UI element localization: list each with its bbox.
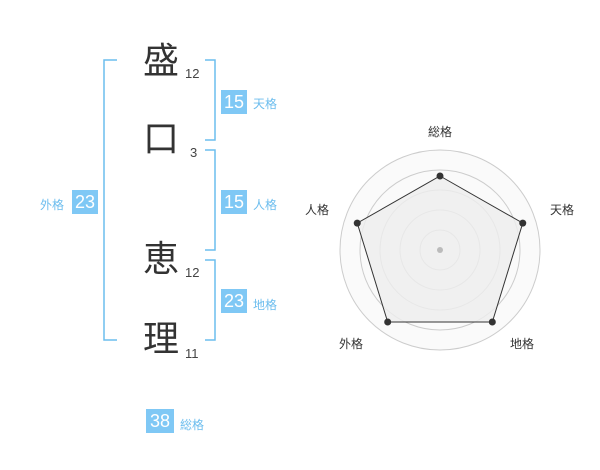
radar-chart	[339, 149, 541, 351]
jinkaku-bracket	[205, 149, 216, 251]
soukaku-label: 総格	[180, 418, 205, 432]
radar-ring	[359, 169, 521, 331]
chikaku-value: 23	[221, 289, 247, 313]
radar-point-1	[519, 219, 527, 227]
tenkaku-bracket	[205, 59, 216, 141]
radar-label-jinkaku: 人格	[305, 203, 330, 217]
chikaku-label: 地格	[253, 298, 278, 312]
gaikaku-bracket	[103, 59, 117, 341]
stroke-count-2: 3	[190, 145, 198, 160]
radar-label-chikaku: 地格	[510, 337, 535, 351]
radar-point-0	[436, 172, 444, 180]
stroke-count-4: 11	[185, 346, 199, 361]
radar-point-3	[384, 318, 392, 326]
tenkaku-label: 天格	[253, 97, 278, 111]
radar-ring	[339, 149, 541, 351]
radar-label-soukaku: 総格	[428, 125, 453, 139]
gaikaku-label: 外格	[40, 198, 65, 212]
soukaku-value: 38	[146, 409, 174, 433]
chikaku-bracket	[205, 259, 216, 341]
gaikaku-value: 23	[72, 190, 98, 214]
name-char-1: 盛	[143, 41, 180, 82]
jinkaku-label: 人格	[253, 198, 278, 212]
radar-center-dot	[437, 247, 443, 253]
name-char-3: 恵	[143, 239, 180, 280]
stroke-count-1: 12	[185, 66, 200, 81]
jinkaku-value: 15	[221, 190, 247, 214]
radar-label-gaikaku: 外格	[339, 337, 364, 351]
name-char-2: 口	[143, 119, 180, 160]
name-char-4: 理	[143, 319, 180, 360]
radar-point-4	[353, 219, 361, 227]
radar-label-tenkaku: 天格	[550, 203, 575, 217]
stroke-count-3: 12	[185, 265, 200, 280]
kakusu-brackets	[103, 59, 216, 341]
radar-point-2	[488, 318, 496, 326]
tenkaku-value: 15	[221, 90, 247, 114]
